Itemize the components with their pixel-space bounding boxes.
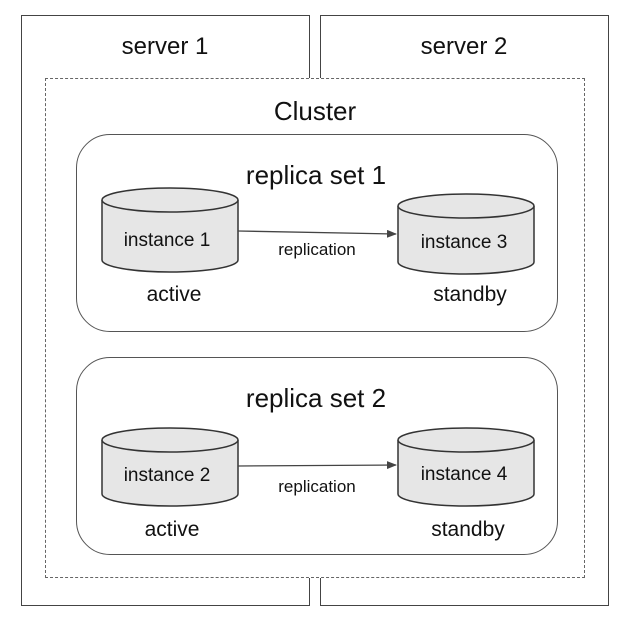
server-1-label: server 1 <box>121 33 209 60</box>
instance-1-name: instance 1 <box>124 230 211 251</box>
server-2-label: server 2 <box>420 33 508 60</box>
replica-set-2-box <box>76 357 558 555</box>
instance-2-name: instance 2 <box>124 465 211 486</box>
database-cylinder-icon: instance 3 <box>397 193 535 275</box>
database-cylinder-icon: instance 1 <box>101 187 239 273</box>
database-cylinder-icon: instance 2 <box>101 427 239 507</box>
replica-set-1-box <box>76 134 558 332</box>
instance-4-name: instance 4 <box>421 464 508 485</box>
database-cylinder-icon: instance 4 <box>397 427 535 507</box>
role-label-standby-2: standby <box>431 518 505 541</box>
replica-set-1-label: replica set 1 <box>245 160 387 190</box>
cluster-label: Cluster <box>273 96 357 126</box>
replication-label-1: replication <box>278 240 356 259</box>
replication-arrow <box>237 229 397 238</box>
role-label-active-1: active <box>146 283 202 306</box>
instance-3-name: instance 3 <box>421 232 508 253</box>
role-label-standby-1: standby <box>433 283 507 306</box>
replica-set-2-label: replica set 2 <box>245 383 387 413</box>
role-label-active-2: active <box>144 518 200 541</box>
replication-label-2: replication <box>278 477 356 496</box>
replication-arrow <box>237 461 397 470</box>
